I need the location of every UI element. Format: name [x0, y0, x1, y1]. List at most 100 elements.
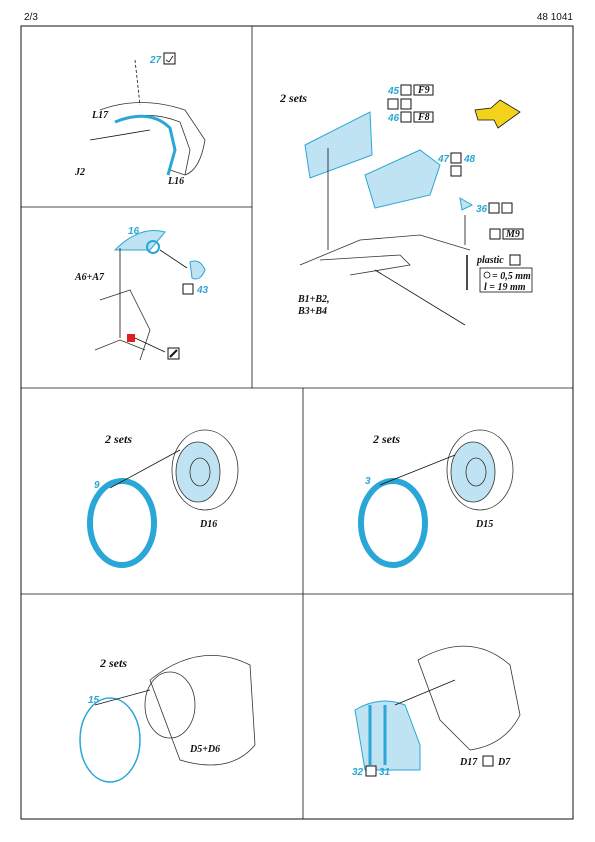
- label-d5-d6: D5+D6: [189, 744, 220, 755]
- fuselage-sketch: [99, 102, 206, 176]
- pe-part-36: [459, 197, 474, 211]
- label-b1-b2: B1+B2,: [297, 294, 330, 305]
- part-num-16: 16: [128, 226, 140, 237]
- pe-ring: [146, 240, 160, 254]
- paint-icon: [450, 152, 462, 164]
- panel-6: 2 sets 15 D5+D6: [79, 655, 256, 783]
- leader-line: [94, 689, 151, 706]
- leader-line: [394, 679, 456, 706]
- engine-face: [450, 441, 496, 503]
- part-num-15: 15: [88, 695, 100, 706]
- part-num-45: 45: [387, 86, 400, 97]
- leader-line: [134, 59, 141, 106]
- paint-icon: [482, 755, 494, 767]
- paint-icon: [365, 765, 377, 777]
- label-l17: L17: [91, 110, 109, 121]
- leader-line: [134, 337, 166, 353]
- part-num-48: 48: [463, 154, 476, 165]
- label-b3-b4: B3+B4: [297, 306, 327, 317]
- code-box: [413, 84, 434, 96]
- sets-title: 2 sets: [104, 432, 132, 446]
- cowl-opening: [144, 671, 196, 739]
- remove-icon: [169, 349, 178, 358]
- paint-icon: [509, 254, 521, 266]
- pe-part-frame: [114, 114, 177, 176]
- fuselage-sketch: [299, 234, 471, 276]
- rod-diameter: = 0,5 mm: [492, 271, 531, 282]
- part-num-3: 3: [365, 476, 371, 487]
- pe-part-43: [189, 260, 206, 280]
- kit-code: 48 1041: [536, 12, 573, 23]
- label-d17: D17: [459, 757, 478, 768]
- label-d16: D16: [199, 519, 217, 530]
- glue-icon: [165, 55, 174, 63]
- sets-title: 2 sets: [99, 656, 127, 670]
- sets-title: 2 sets: [372, 432, 400, 446]
- leader-line: [159, 249, 188, 269]
- code-box: [413, 111, 434, 123]
- glue-icon: [182, 283, 194, 295]
- leader-line: [374, 269, 466, 326]
- panel-5: 2 sets 3 D15: [358, 429, 514, 568]
- panel-1: 27 L17 J2 L16: [74, 52, 206, 187]
- label-l16: L16: [167, 176, 184, 187]
- label-d15: D15: [475, 519, 493, 530]
- plastic-label: plastic: [476, 255, 504, 266]
- code-box: [502, 228, 524, 240]
- rod-spec-box: [479, 267, 533, 293]
- part-num-36: 36: [476, 204, 488, 215]
- diameter-icon: [483, 271, 491, 279]
- cowl-part-d17: [417, 645, 521, 751]
- part-num-31: 31: [379, 767, 391, 778]
- panel-4: 2 sets 9 D16: [87, 429, 239, 568]
- paint-icon: [489, 228, 501, 240]
- code-f9: F9: [417, 85, 430, 96]
- pe-ring-15: [79, 697, 141, 783]
- panel-2: 2 sets 45 F9 46 F8 47 48 36 M9 plastic: [279, 84, 533, 326]
- engine-cowl-d5-d6: [149, 655, 256, 766]
- sets-title: 2 sets: [279, 91, 307, 105]
- code-f8: F8: [417, 112, 430, 123]
- leader-line: [379, 454, 456, 486]
- paint-icon: [400, 84, 412, 96]
- paint-icon: [387, 98, 399, 110]
- cockpit-sketch: [94, 289, 151, 361]
- page-number: 2/3: [24, 12, 38, 23]
- glue-icon: [501, 202, 513, 214]
- panel-3: 16 43 A6+A7: [74, 226, 209, 361]
- glue-icon: [163, 52, 176, 65]
- engine-part-d15: [446, 429, 514, 511]
- part-num-27: 27: [149, 55, 162, 66]
- part-num-43: 43: [196, 285, 209, 296]
- leader-line: [109, 449, 181, 489]
- panel-7: 32 31 D17 D7: [352, 645, 521, 778]
- pe-ring-9: [87, 478, 157, 568]
- code-m9: M9: [505, 229, 520, 240]
- pe-part-16: [113, 230, 166, 251]
- part-num-32: 32: [352, 767, 364, 778]
- rod-length: l = 19 mm: [484, 282, 526, 293]
- pe-ring-3: [358, 478, 428, 568]
- pe-panel-45: [304, 111, 373, 179]
- engine-part-d16: [171, 429, 239, 511]
- pe-panel-31-32: [354, 700, 421, 771]
- red-marker: [127, 334, 135, 342]
- label-d7: D7: [497, 757, 511, 768]
- label-a6-a7: A6+A7: [74, 272, 105, 283]
- sheet-frame: [20, 25, 574, 820]
- flow-arrow-icon: [474, 99, 521, 129]
- glue-icon: [400, 98, 412, 110]
- engine-hub: [465, 457, 487, 487]
- glue-icon: [450, 165, 462, 177]
- paint-icon: [400, 111, 412, 123]
- part-num-9: 9: [94, 480, 100, 491]
- part-num-46: 46: [387, 113, 400, 124]
- part-num-47: 47: [437, 154, 450, 165]
- leader-line: [89, 129, 151, 141]
- engine-face: [175, 441, 221, 503]
- label-j2: J2: [74, 167, 85, 178]
- paint-icon: [488, 202, 500, 214]
- pe-panel-47: [364, 149, 441, 209]
- engine-hub: [189, 457, 211, 487]
